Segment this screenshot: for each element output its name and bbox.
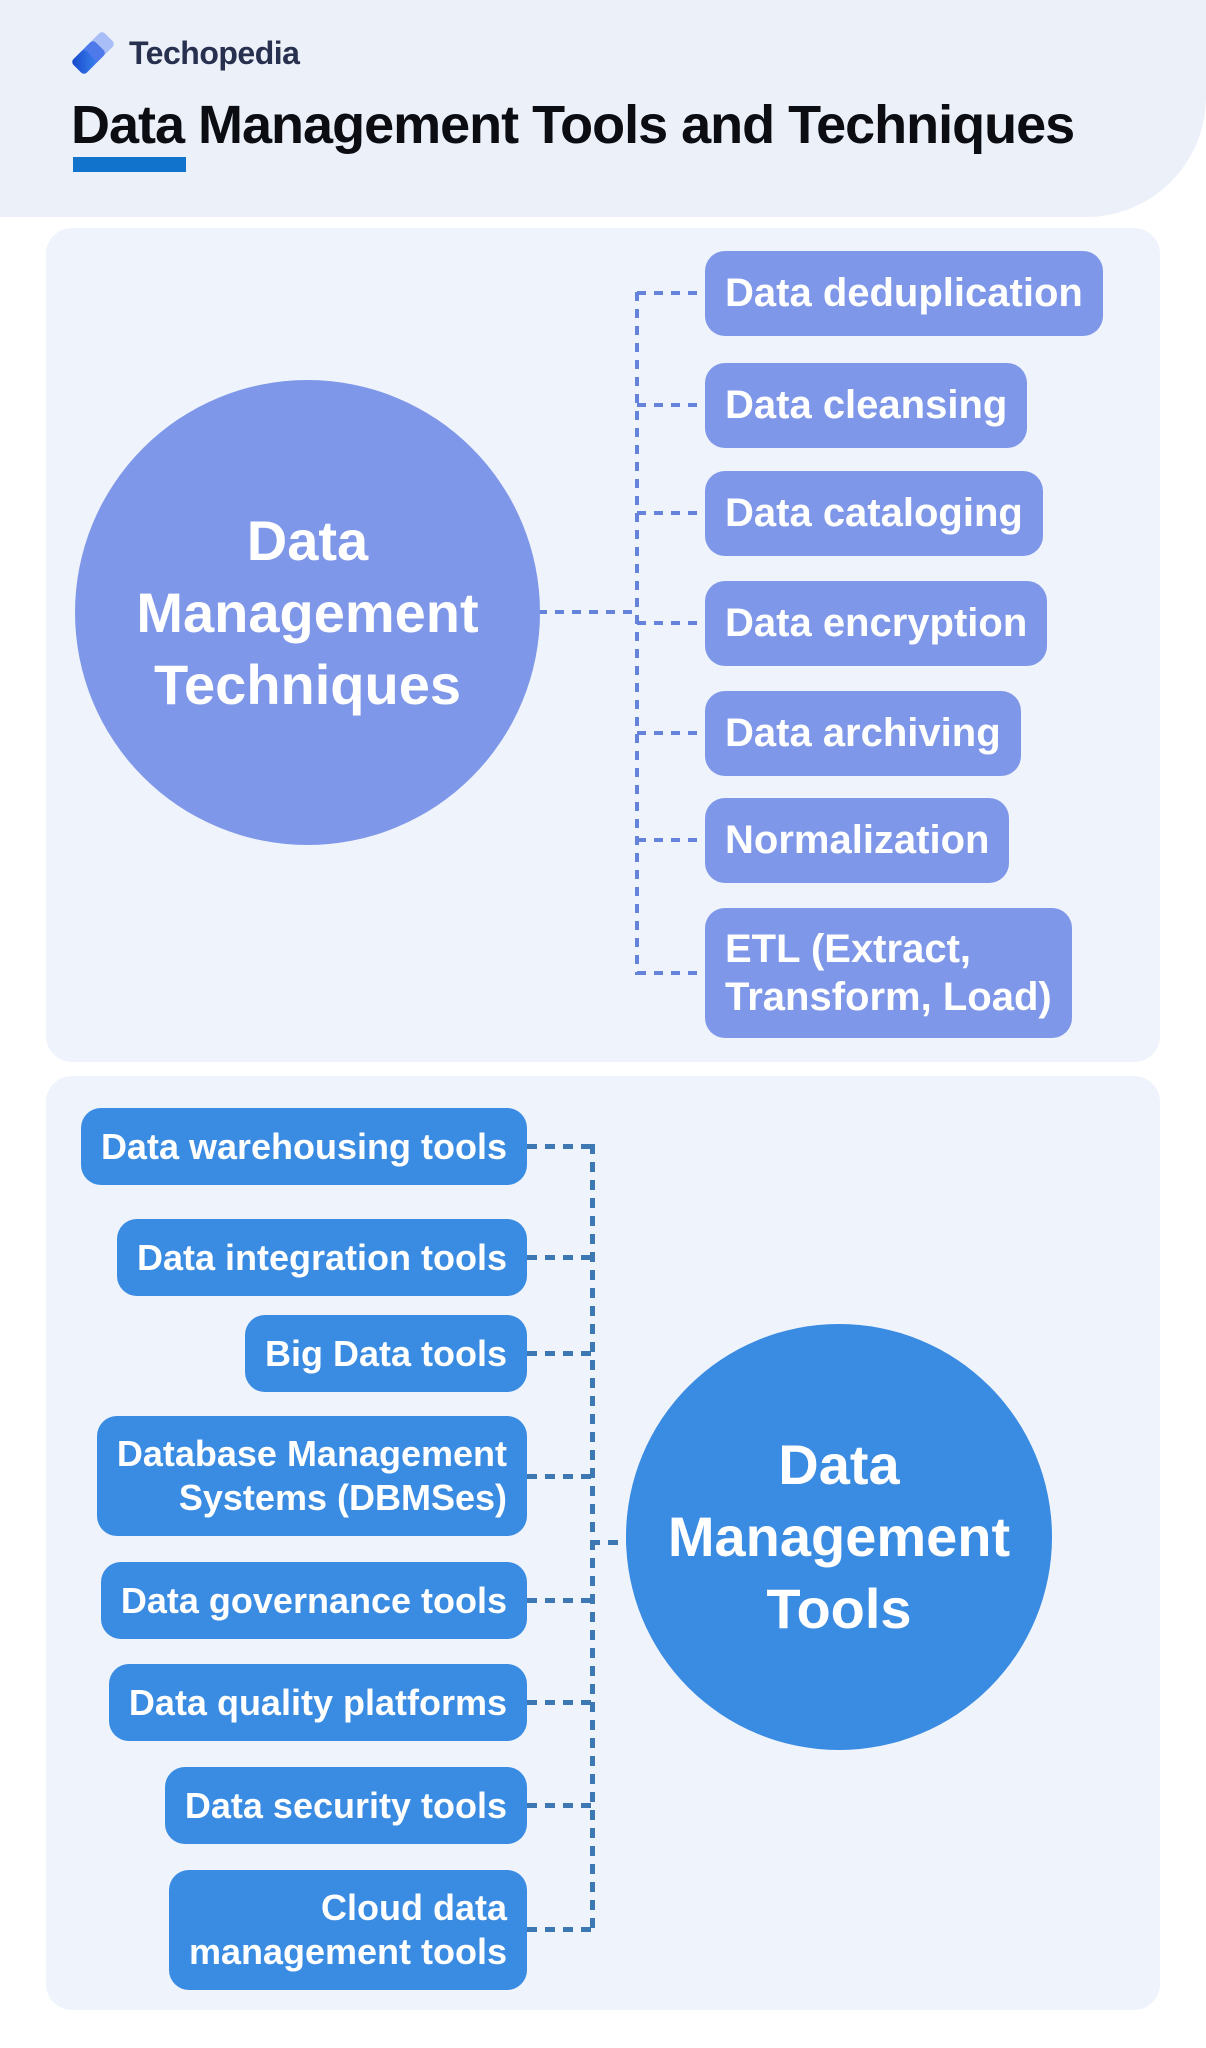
dotted-connector <box>527 1351 593 1356</box>
dotted-connector <box>637 621 705 625</box>
circle-line: Management <box>136 580 479 644</box>
circle-line: Data <box>246 508 369 572</box>
circle-line: Data <box>778 1433 900 1496</box>
dotted-connector <box>527 1144 593 1149</box>
techopedia-logo-icon <box>72 32 114 74</box>
dotted-connector <box>527 1803 593 1808</box>
tool-box-dbms: Database Management Systems (DBMSes) <box>96 1416 527 1536</box>
pill-label-line: ETL (Extract, <box>725 927 971 971</box>
dotted-connector <box>637 731 705 735</box>
dotted-connector <box>527 1255 593 1260</box>
dotted-connector <box>637 291 705 295</box>
box-label-line: management tools <box>188 1931 507 1972</box>
dotted-connector <box>527 1474 593 1479</box>
circle-line: Tools <box>766 1577 912 1640</box>
header-band: Techopedia Data Management Tools and Tec… <box>0 0 1206 217</box>
dotted-connector <box>527 1598 593 1603</box>
circle-line: Techniques <box>153 652 461 716</box>
brand-row: Techopedia <box>70 27 300 79</box>
dotted-connector <box>527 1700 593 1705</box>
tool-box-governance: Data governance tools <box>100 1562 527 1639</box>
tool-box-warehousing: Data warehousing tools <box>80 1108 527 1185</box>
tool-box-cloud: Cloud data management tools <box>168 1870 527 1990</box>
tools-circle: Data Management Tools <box>626 1324 1052 1750</box>
dotted-connector-trunk-to-circle <box>590 1540 634 1545</box>
title-accent-bar <box>73 157 186 172</box>
pill-label: Data archiving <box>725 711 1001 755</box>
dotted-connector <box>637 971 705 975</box>
techniques-circle: Data Management Techniques <box>75 380 540 845</box>
dotted-trunk-line-tools <box>590 1144 595 1932</box>
dotted-connector <box>637 511 705 515</box>
tool-box-bigdata: Big Data tools <box>244 1315 527 1392</box>
page-title: Data Management Tools and Techniques <box>71 95 1075 155</box>
technique-pill-encryption: Data encryption <box>705 581 1048 666</box>
pill-label: Normalization <box>725 818 990 862</box>
box-label: Data integration tools <box>136 1237 507 1278</box>
pill-label: Data deduplication <box>725 271 1083 315</box>
pill-label-line: Transform, Load) <box>725 975 1052 1019</box>
technique-pill-archiving: Data archiving <box>705 691 1021 776</box>
dotted-connector <box>637 838 705 842</box>
dotted-trunk-line-techniques <box>635 292 639 975</box>
dotted-connector <box>637 403 705 407</box>
box-label: Data security tools <box>184 1785 507 1826</box>
technique-pill-etl: ETL (Extract, Transform, Load) <box>705 908 1072 1038</box>
technique-pill-deduplication: Data deduplication <box>705 251 1103 336</box>
box-label-line: Systems (DBMSes) <box>178 1477 507 1518</box>
box-label-line: Database Management <box>116 1433 507 1474</box>
tool-box-quality: Data quality platforms <box>108 1664 527 1741</box>
box-label: Data quality platforms <box>128 1682 507 1723</box>
box-label: Data governance tools <box>120 1580 507 1621</box>
tool-box-integration: Data integration tools <box>116 1219 527 1296</box>
pill-label: Data encryption <box>725 601 1028 645</box>
technique-pill-cleansing: Data cleansing <box>705 363 1028 448</box>
technique-pill-normalization: Normalization <box>705 798 1010 883</box>
box-label: Data warehousing tools <box>100 1126 507 1167</box>
circle-line: Management <box>667 1505 1011 1568</box>
dotted-connector <box>527 1927 593 1932</box>
box-label: Big Data tools <box>264 1333 507 1374</box>
tool-box-security: Data security tools <box>164 1767 527 1844</box>
pill-label: Data cataloging <box>725 491 1023 535</box>
pill-label: Data cleansing <box>725 383 1008 427</box>
technique-pill-cataloging: Data cataloging <box>705 471 1043 556</box>
box-label-line: Cloud data <box>321 1887 507 1928</box>
dotted-connector-circle-to-trunk <box>538 610 637 614</box>
brand-wordmark: Techopedia <box>129 34 300 71</box>
